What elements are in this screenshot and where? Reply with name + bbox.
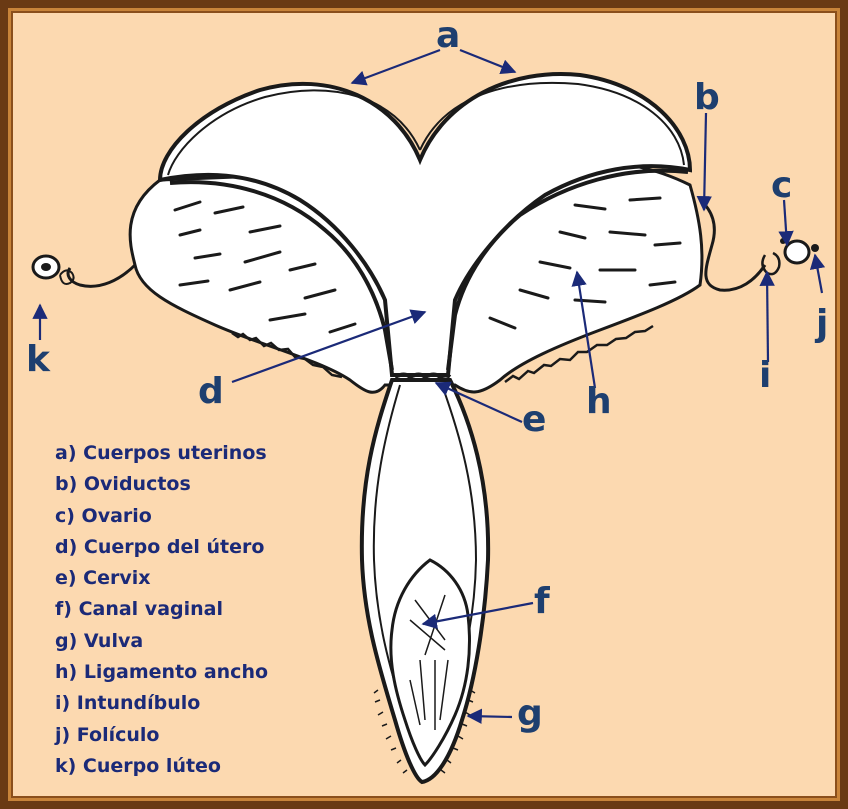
legend-item: b) Oviductos	[55, 469, 268, 500]
legend: a) Cuerpos uterinos b) Oviductos c) Ovar…	[55, 438, 268, 782]
legend-item: c) Ovario	[55, 501, 268, 532]
right-oviduct	[700, 200, 765, 290]
legend-item: g) Vulva	[55, 626, 268, 657]
legend-item: e) Cervix	[55, 563, 268, 594]
corpus-luteum	[41, 263, 51, 271]
legend-item: d) Cuerpo del útero	[55, 532, 268, 563]
legend-item: i) Intundíbulo	[55, 688, 268, 719]
label-i: i	[759, 358, 771, 394]
label-g: g	[517, 696, 543, 732]
right-ovary	[785, 241, 809, 263]
label-k: k	[26, 342, 50, 378]
label-a: a	[436, 18, 460, 54]
left-oviduct	[68, 265, 135, 286]
legend-item: a) Cuerpos uterinos	[55, 438, 268, 469]
legend-item: j) Folículo	[55, 720, 268, 751]
label-j: j	[816, 306, 828, 342]
label-d: d	[198, 374, 224, 410]
label-c: c	[771, 168, 792, 204]
right-infundibulum	[762, 253, 779, 274]
label-h: h	[586, 384, 612, 420]
label-e: e	[522, 402, 546, 438]
legend-item: f) Canal vaginal	[55, 594, 268, 625]
legend-item: k) Cuerpo lúteo	[55, 751, 268, 782]
legend-item: h) Ligamento ancho	[55, 657, 268, 688]
label-f: f	[534, 584, 550, 620]
label-b: b	[694, 80, 720, 116]
follicle	[811, 244, 819, 252]
follicle-small	[780, 238, 786, 244]
